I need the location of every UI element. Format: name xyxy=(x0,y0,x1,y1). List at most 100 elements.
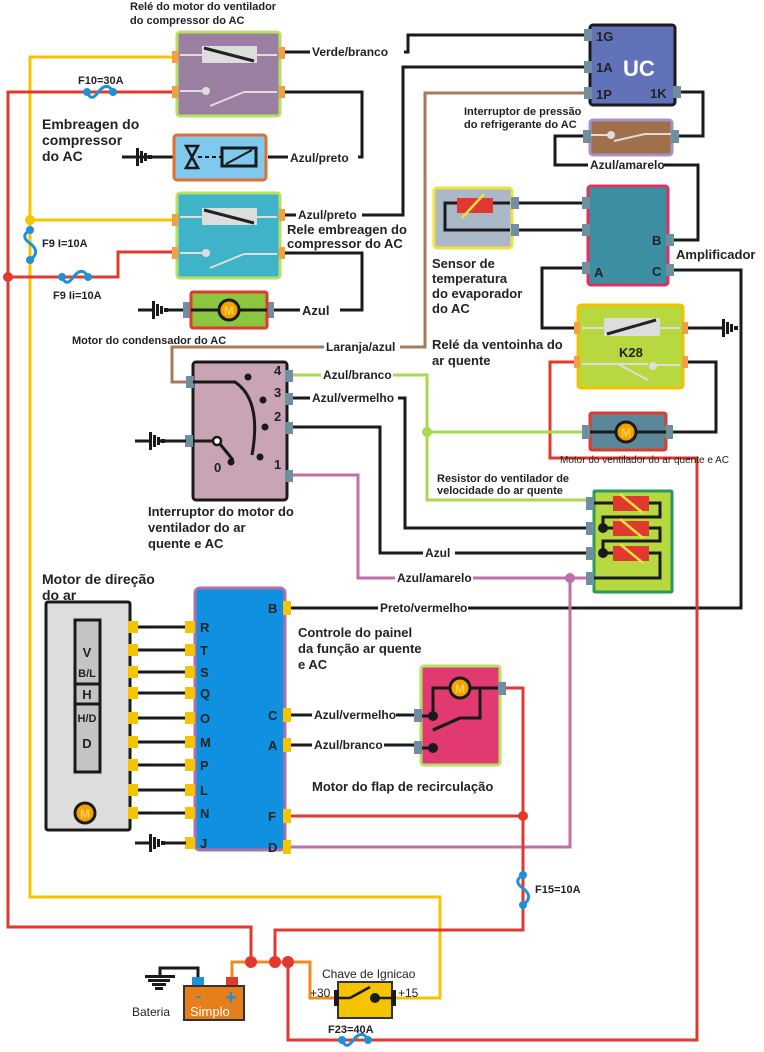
svg-text:do evaporador: do evaporador xyxy=(432,286,522,301)
wire-orange-battery xyxy=(230,960,338,1000)
pressure-switch: Interruptor de pressão do refrigerante d… xyxy=(464,106,679,157)
svg-text:M: M xyxy=(455,682,465,696)
svg-text:J: J xyxy=(200,836,207,851)
fuse-f9ii-icon xyxy=(56,269,94,284)
ground-icon xyxy=(138,301,168,319)
svg-text:Sensor de: Sensor de xyxy=(432,256,495,271)
svg-text:do AC: do AC xyxy=(432,301,470,316)
svg-text:da função ar quente: da função ar quente xyxy=(298,641,422,656)
wire-amp-a xyxy=(540,266,588,330)
recirculation-flap-motor: M Motor do flap de recirculação xyxy=(312,664,506,794)
svg-text:M: M xyxy=(80,807,90,821)
wire-preto-vermelho xyxy=(287,268,743,610)
relay-fan-compressor: Relé do motor do ventilador do compresso… xyxy=(130,1,285,118)
wire-label: Azul/preto xyxy=(298,208,357,222)
wire-label: Preto/vermelho xyxy=(380,601,467,615)
svg-text:Motor de direção: Motor de direção xyxy=(42,571,155,587)
svg-text:B: B xyxy=(268,601,277,616)
svg-text:A: A xyxy=(268,738,278,753)
svg-text:1P: 1P xyxy=(596,87,612,102)
svg-text:C: C xyxy=(268,708,278,723)
svg-text:ar quente: ar quente xyxy=(432,353,491,368)
wire-red-main xyxy=(6,90,253,962)
wire-label: Azul/amarelo xyxy=(590,158,665,172)
wire-label: Azul xyxy=(425,546,450,560)
svg-text:2: 2 xyxy=(274,409,281,424)
fuse-f23-label: F23=40A xyxy=(328,1024,374,1036)
svg-text:M: M xyxy=(621,426,631,440)
svg-text:0: 0 xyxy=(214,460,221,475)
svg-text:velocidade do ar quente: velocidade do ar quente xyxy=(437,485,563,497)
svg-text:H/D: H/D xyxy=(78,713,97,725)
svg-text:V: V xyxy=(83,645,92,660)
wire-label: Azul/branco xyxy=(323,368,392,382)
motor-icon xyxy=(448,676,472,700)
svg-text:H: H xyxy=(82,687,91,702)
wire-laranja-azul xyxy=(170,91,590,384)
wires xyxy=(6,33,743,1042)
fuse-f9ii-label: F9 Ii=10A xyxy=(53,290,102,302)
fuse-f23-icon xyxy=(336,1032,374,1047)
compressor-clutch: Embreagen do compressor do AC xyxy=(42,116,268,182)
svg-text:Resistor do ventilador de: Resistor do ventilador de xyxy=(437,473,569,485)
svg-text:UC: UC xyxy=(623,56,655,81)
svg-text:3: 3 xyxy=(274,385,281,400)
svg-text:temperatura: temperatura xyxy=(432,271,508,286)
svg-text:Rele embreagen do: Rele embreagen do xyxy=(287,222,407,237)
svg-text:compressor do AC: compressor do AC xyxy=(287,236,403,251)
svg-text:Relé da ventoinha do: Relé da ventoinha do xyxy=(432,337,563,352)
svg-text:M: M xyxy=(200,735,211,750)
svg-text:do refrigerante do AC: do refrigerante do AC xyxy=(464,119,577,131)
svg-text:do compressor do AC: do compressor do AC xyxy=(130,15,245,27)
blower-motor: M Motor do ventilador do ar quente e AC xyxy=(560,411,729,466)
wire-label: Azul/vermelho xyxy=(314,708,396,722)
blower-switch: 4 3 2 1 0 Interruptor do motor do ventil… xyxy=(135,360,294,551)
svg-text:do ar: do ar xyxy=(42,587,77,603)
ignition-switch: Chave de Ignicao +30 +15 xyxy=(310,967,419,1019)
ground-icon xyxy=(708,319,738,337)
svg-text:Motor do flap de recirculação: Motor do flap de recirculação xyxy=(312,779,493,794)
wire-red-k28 xyxy=(286,360,699,1042)
svg-text:e AC: e AC xyxy=(298,657,328,672)
svg-text:R: R xyxy=(200,620,210,635)
wire-label: Laranja/azul xyxy=(326,340,395,354)
wire-azul-condenser xyxy=(268,251,364,312)
svg-text:N: N xyxy=(200,806,209,821)
wire-azul-vermelho xyxy=(289,396,590,530)
wire-k28-motor xyxy=(668,360,718,434)
svg-text:Controle do painel: Controle do painel xyxy=(298,625,412,640)
blower-resistor: Resistor do ventilador de velocidade do … xyxy=(437,473,674,594)
climate-control-panel: R T S Q O M P L N J B C A F D Controle d… xyxy=(135,586,422,855)
fuse-f15-icon xyxy=(516,869,531,911)
svg-text:4: 4 xyxy=(274,363,282,378)
wire-battery-ground xyxy=(158,966,200,982)
wire-azul xyxy=(289,425,590,555)
amplifier: A B C Amplificador xyxy=(582,184,755,287)
ground-icon xyxy=(135,834,165,852)
svg-text:Q: Q xyxy=(200,686,210,701)
svg-text:-: - xyxy=(196,988,201,1005)
svg-text:Bateria: Bateria xyxy=(132,1005,170,1019)
motor-icon xyxy=(614,420,638,444)
relay-heater-fan-k28: Relé da ventoinha do ar quente K28 xyxy=(432,303,738,390)
wire-label: Azul/vermelho xyxy=(312,391,394,405)
air-direction-motor: Motor de direção do ar V B/L H H/D D M xyxy=(42,571,155,832)
control-unit-uc: 1G 1A 1P 1K UC xyxy=(584,23,681,107)
wire-label: Azul xyxy=(302,303,329,318)
svg-text:compressor: compressor xyxy=(42,132,123,148)
svg-text:Motor do condensador do AC: Motor do condensador do AC xyxy=(72,335,226,347)
wire-yellow-main xyxy=(28,55,442,1000)
svg-text:+: + xyxy=(225,987,237,1009)
svg-text:quente e AC: quente e AC xyxy=(148,536,224,551)
svg-text:Chave de Ignicao: Chave de Ignicao xyxy=(322,967,416,981)
wire-azul-preto-clutch xyxy=(268,90,364,159)
svg-text:Motor do ventilador do ar quen: Motor do ventilador do ar quente e AC xyxy=(560,455,729,466)
svg-text:S: S xyxy=(200,665,209,680)
fuse-f10-icon xyxy=(81,84,119,99)
wire-azul-amarelo xyxy=(289,473,590,580)
svg-text:B/L: B/L xyxy=(78,668,96,680)
wire-label: Azul/branco xyxy=(314,738,383,752)
svg-text:1A: 1A xyxy=(596,60,613,75)
wire-label: Azul/amarelo xyxy=(397,571,472,585)
